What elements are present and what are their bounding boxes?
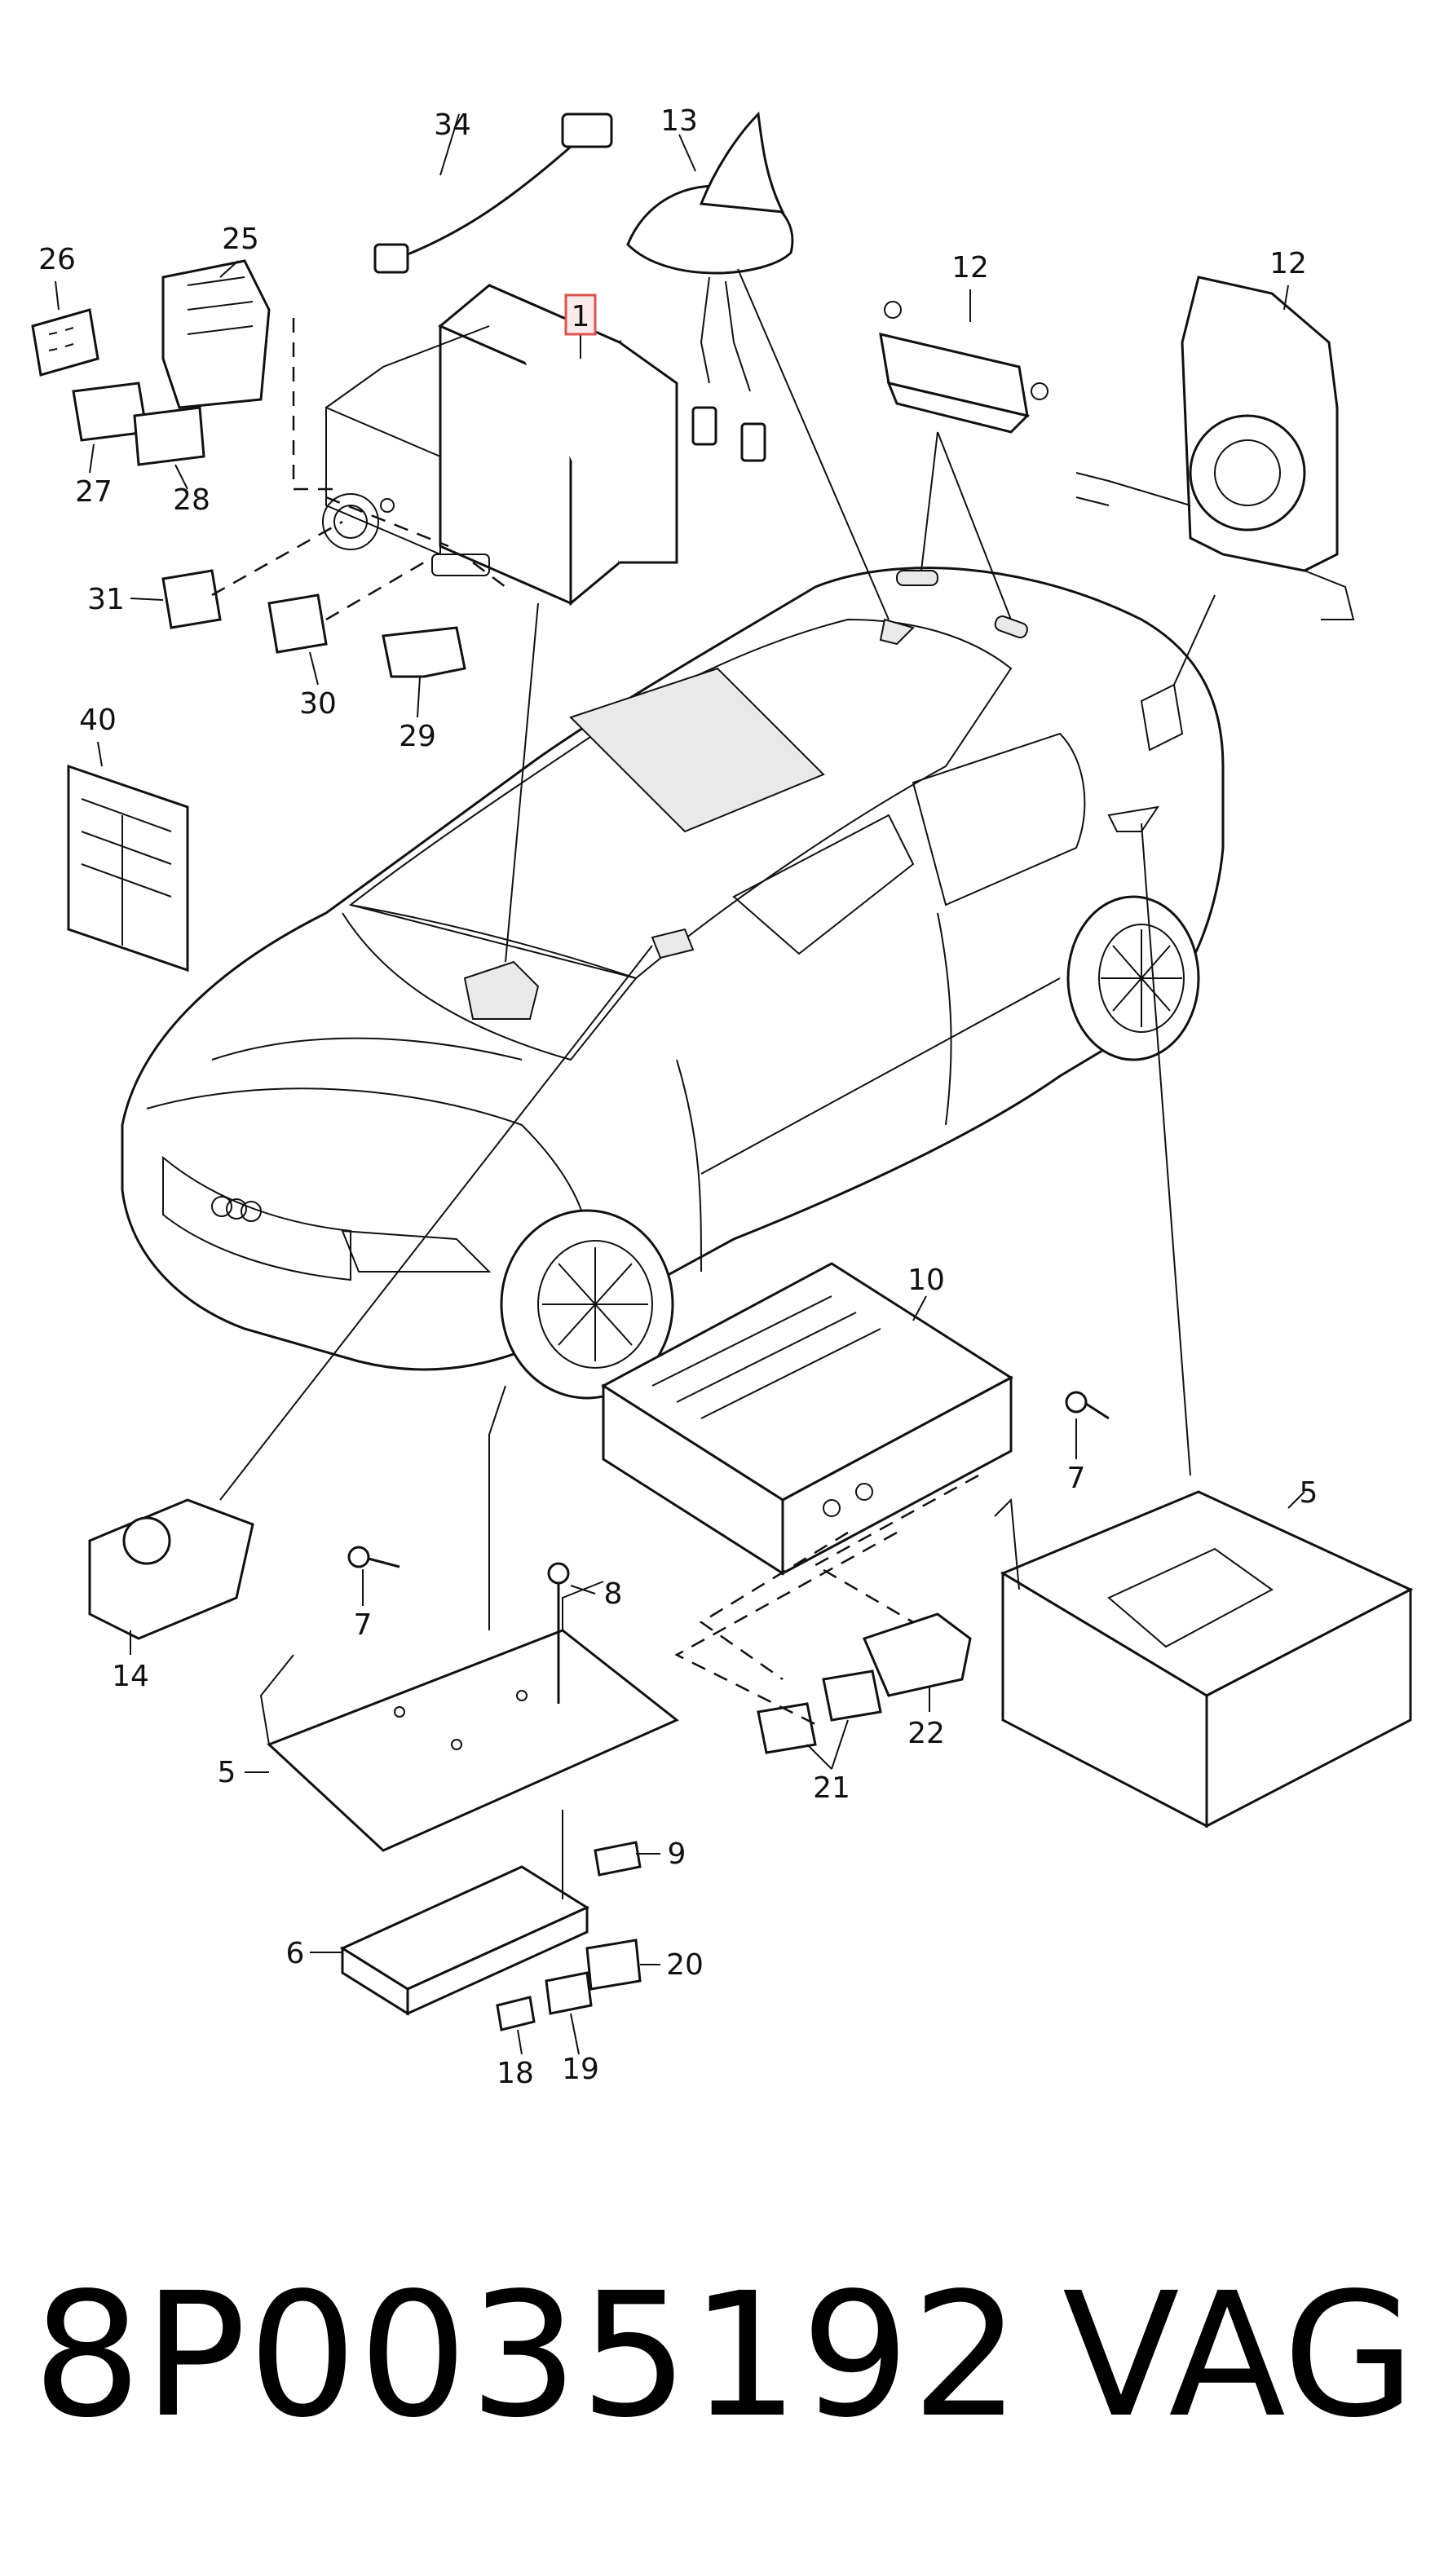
callout-12-right: 12 [1269,247,1307,280]
footer: 8P0035192 VAG [33,2250,1415,2462]
callout-40: 40 [79,704,117,737]
part-receiver-10 [601,1262,1013,1576]
part-connector-20 [585,1939,642,1991]
part-number: 8P0035192 [33,2256,1022,2455]
callout-19: 19 [562,2053,599,2086]
part-connector-30 [267,593,328,654]
part-connector-28 [133,406,205,466]
callout-1: 1 [572,300,590,333]
part-housing-25 [161,259,271,409]
callout-28: 28 [173,483,210,517]
callout-31: 31 [87,583,125,616]
callout-5-right: 5 [1300,1476,1318,1510]
callout-30: 30 [299,687,337,721]
callout-20: 20 [666,1948,704,1982]
callout-34: 34 [434,108,471,142]
part-manual-40 [67,764,189,973]
part-bracket-9 [594,1841,642,1877]
part-screw-8 [547,1562,570,1704]
callout-26: 26 [38,243,76,276]
callout-14: 14 [112,1660,149,1693]
part-connector-31 [161,569,222,629]
callout-5-left: 5 [218,1756,236,1789]
part-control-unit-6 [339,1865,590,2016]
part-cable-34 [373,112,613,274]
callout-13: 13 [660,104,698,138]
part-connector-18 [496,1996,536,2031]
car-illustration [121,567,1225,1400]
callout-21: 21 [813,1771,850,1805]
part-module-12-left [879,301,1048,434]
part-screw-7-left [347,1546,400,1568]
part-switch-14 [88,1498,254,1640]
brand-label: VAG [1062,2256,1415,2455]
callout-10: 10 [907,1264,945,1297]
part-connector-26 [31,308,99,377]
dashed-guides [211,318,979,1730]
part-connector-29 [382,626,466,678]
callout-12-left: 12 [951,251,989,285]
part-display-unit [322,284,678,607]
callout-7-left: 7 [354,1608,373,1642]
part-roof-antenna [626,111,794,462]
callout-22: 22 [907,1717,945,1750]
leader-lines [55,113,1305,2055]
callout-25: 25 [222,223,259,256]
callout-labels: 1 34 13 12 12 26 25 27 28 31 30 29 40 14… [38,104,1318,2090]
part-connector-19 [545,1971,593,2015]
part-plate-5-left [259,1581,679,1852]
callout-29: 29 [399,720,436,753]
part-connector-21 [757,1670,882,1754]
callout-27: 27 [75,475,113,509]
callout-1-highlight [564,293,597,336]
callout-6: 6 [286,1937,305,1970]
callout-7-right: 7 [1067,1462,1086,1495]
callout-9: 9 [668,1837,686,1871]
callout-18: 18 [497,2057,534,2090]
part-cradle-5-right [994,1490,1414,1828]
part-screw-7-right [1065,1391,1110,1420]
part-connector-22 [862,1612,972,1697]
part-module-12-right [1075,276,1355,620]
callout-8: 8 [604,1577,623,1611]
parts-diagram: 1 34 13 12 12 26 25 27 28 31 30 29 40 14… [31,104,1414,2090]
